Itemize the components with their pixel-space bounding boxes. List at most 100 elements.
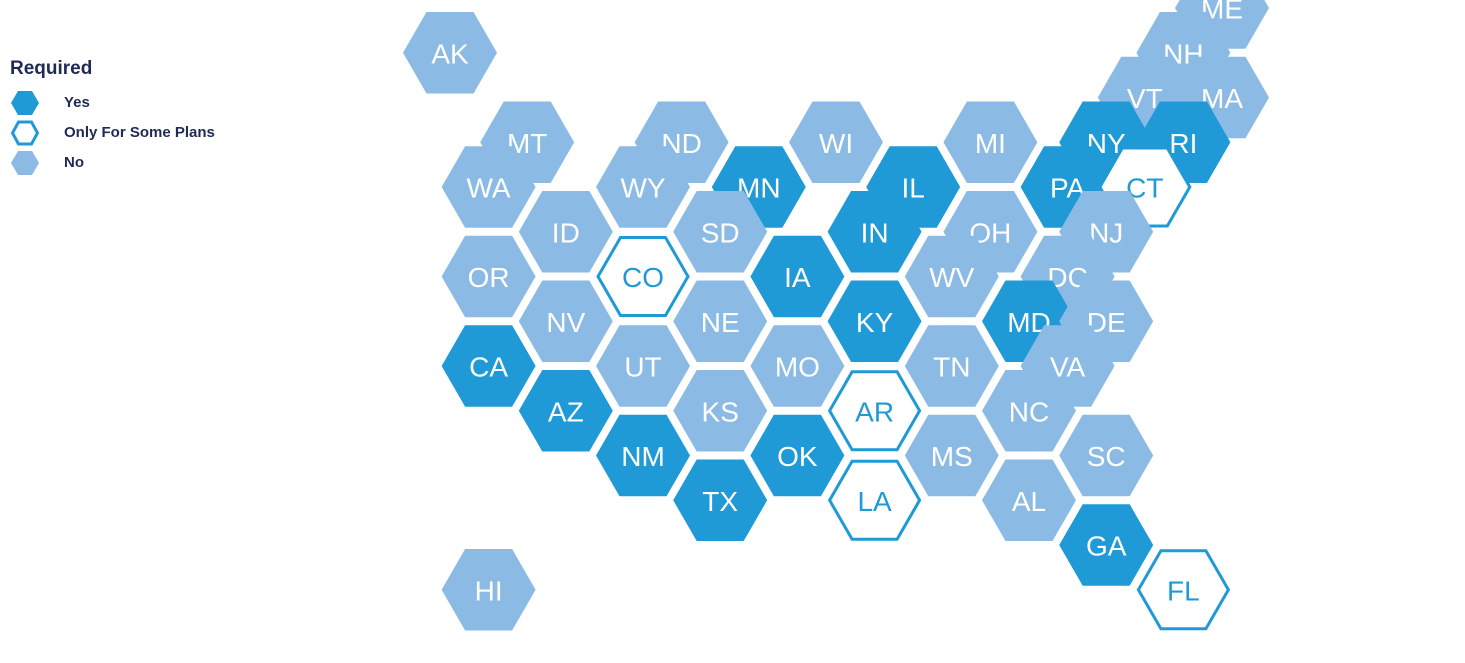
state-label: AZ — [548, 396, 584, 427]
state-hex-shape — [518, 280, 613, 362]
state-hex-tx: TX — [673, 459, 768, 541]
state-hex-shape — [518, 191, 613, 273]
state-hex-shape — [441, 325, 536, 407]
state-hex-shape — [1059, 504, 1154, 586]
state-hex-ga: GA — [1059, 504, 1154, 586]
state-hex-shape — [750, 235, 845, 318]
state-label: GA — [1086, 531, 1127, 562]
state-hex-nc: NC — [982, 370, 1076, 452]
state-hex-shape — [441, 235, 536, 318]
state-hex-shape — [943, 101, 1038, 183]
state-hex-shape — [827, 459, 922, 541]
state-hex-or: OR — [441, 235, 536, 318]
state-hex-shape — [596, 146, 690, 228]
state-hex-mo: MO — [750, 325, 845, 407]
state-hex-wv: WV — [904, 235, 999, 318]
state-hex-shape — [673, 370, 768, 452]
state-hex-shape — [403, 12, 497, 94]
state-label: NC — [1009, 396, 1049, 427]
state-hex-id: ID — [518, 191, 613, 273]
state-label: AK — [431, 38, 469, 69]
legend-title: Required — [10, 58, 93, 79]
hexagon-outline-icon — [10, 120, 40, 146]
state-hex-shape — [750, 414, 845, 497]
legend-item-no: No — [10, 151, 215, 182]
state-hex-wy: WY — [596, 146, 690, 228]
state-hex-shape — [827, 280, 922, 362]
state-label: KY — [856, 307, 894, 338]
state-hex-az: AZ — [518, 370, 613, 452]
state-hex-nm: NM — [596, 414, 690, 497]
state-hex-tn: TN — [904, 325, 999, 407]
state-hex-shape — [827, 370, 922, 452]
state-hex-shape — [596, 236, 690, 317]
state-label: OK — [777, 441, 818, 472]
state-hex-shape — [673, 459, 768, 541]
state-hex-co: CO — [596, 236, 690, 317]
state-hex-ms: MS — [904, 414, 999, 497]
state-hex-shape — [596, 325, 690, 407]
state-hex-wa: WA — [441, 146, 536, 228]
state-hex-shape — [1059, 414, 1154, 497]
state-label: AR — [855, 396, 894, 427]
state-hex-shape — [596, 414, 690, 497]
hexagon-filled-icon — [11, 91, 39, 115]
state-hex-sc: SC — [1059, 414, 1154, 497]
state-label: OR — [468, 262, 510, 293]
state-label: RI — [1169, 128, 1197, 159]
state-label: NE — [701, 307, 740, 338]
state-hex-shape — [1136, 549, 1231, 631]
state-hex-shape — [904, 414, 999, 497]
map-legend: Required Yes Only For Some Plans No — [10, 58, 215, 182]
state-hex-shape — [982, 459, 1076, 541]
state-hex-fl: FL — [1136, 549, 1231, 631]
state-hex-al: AL — [982, 459, 1076, 541]
state-label: KS — [702, 396, 739, 427]
state-hex-ky: KY — [827, 280, 922, 362]
state-label: AL — [1012, 486, 1046, 517]
state-hex-shape — [827, 191, 922, 273]
state-label: ID — [552, 217, 580, 248]
state-hex-shape — [904, 235, 999, 318]
state-label: WY — [620, 173, 665, 204]
state-hex-ca: CA — [441, 325, 536, 407]
state-hex-ar: AR — [827, 370, 922, 452]
state-hex-wi: WI — [789, 101, 883, 183]
state-hex-shape — [441, 146, 536, 228]
state-hex-shape — [518, 370, 613, 452]
hexagon-light-icon — [11, 151, 39, 175]
state-label: IA — [784, 262, 811, 293]
legend-label-some-plans: Only For Some Plans — [64, 124, 215, 141]
state-label: SC — [1087, 441, 1126, 472]
legend-item-some-plans: Only For Some Plans — [10, 120, 215, 152]
state-label: NM — [621, 441, 665, 472]
state-label: IL — [902, 173, 925, 204]
legend-label-no: No — [64, 154, 84, 171]
state-label: UT — [624, 352, 661, 383]
state-label: IN — [861, 217, 889, 248]
state-label: WA — [467, 173, 511, 204]
state-hex-ok: OK — [750, 414, 845, 497]
state-hex-ia: IA — [750, 235, 845, 318]
state-hex-nv: NV — [518, 280, 613, 362]
state-hex-shape — [673, 191, 768, 273]
state-hex-ak: AK — [403, 12, 497, 94]
state-label: MI — [975, 128, 1006, 159]
state-hex-ne: NE — [673, 280, 768, 362]
state-hex-shape — [441, 549, 536, 631]
state-hex-sd: SD — [673, 191, 768, 273]
state-label: TN — [933, 352, 970, 383]
state-label: CO — [622, 262, 664, 293]
state-label: HI — [475, 575, 503, 606]
state-hex-mi: MI — [943, 101, 1038, 183]
state-hex-shape — [789, 101, 883, 183]
state-label: SD — [701, 217, 740, 248]
state-hex-la: LA — [827, 459, 922, 541]
state-label: LA — [857, 486, 892, 517]
state-label: WI — [819, 128, 853, 159]
state-hex-ks: KS — [673, 370, 768, 452]
state-hex-shape — [982, 370, 1076, 452]
legend-label-yes: Yes — [64, 94, 90, 111]
state-hex-ut: UT — [596, 325, 690, 407]
